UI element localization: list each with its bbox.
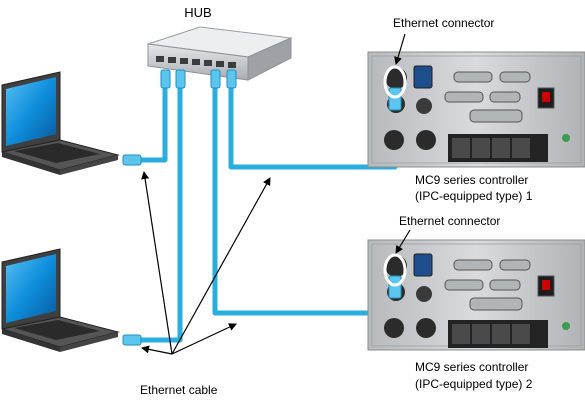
laptop-1 bbox=[1, 71, 120, 175]
controller-2-title-line2: (IPC-equipped type) 2 bbox=[415, 377, 533, 391]
cable-pointer-arrows bbox=[141, 171, 271, 355]
ethernet-cable-label: Ethernet cable bbox=[140, 383, 218, 397]
hub-ports bbox=[156, 56, 236, 68]
controller-1 bbox=[367, 51, 585, 168]
controller-1-title-line1: MC9 series controller bbox=[415, 173, 528, 187]
connector-highlight-2 bbox=[383, 253, 407, 287]
hub-label: HUB bbox=[184, 5, 211, 20]
controller-2-title-line1: MC9 series controller bbox=[415, 360, 528, 374]
hub-device bbox=[147, 26, 293, 81]
cable-plugs bbox=[122, 69, 237, 346]
cable-laptop2-hub bbox=[140, 85, 183, 343]
ethernet-cables bbox=[140, 85, 398, 343]
connector-pointers bbox=[394, 33, 411, 254]
laptop-2 bbox=[1, 248, 120, 352]
controller-2-connector-label: Ethernet connector bbox=[399, 214, 500, 228]
controller-1-connector-label: Ethernet connector bbox=[393, 16, 494, 30]
controller-1-title-line2: (IPC-equipped type) 1 bbox=[415, 189, 533, 203]
cable-laptop1-hub bbox=[140, 85, 168, 163]
controller-2 bbox=[367, 239, 585, 351]
connector-highlight-1 bbox=[383, 65, 407, 99]
